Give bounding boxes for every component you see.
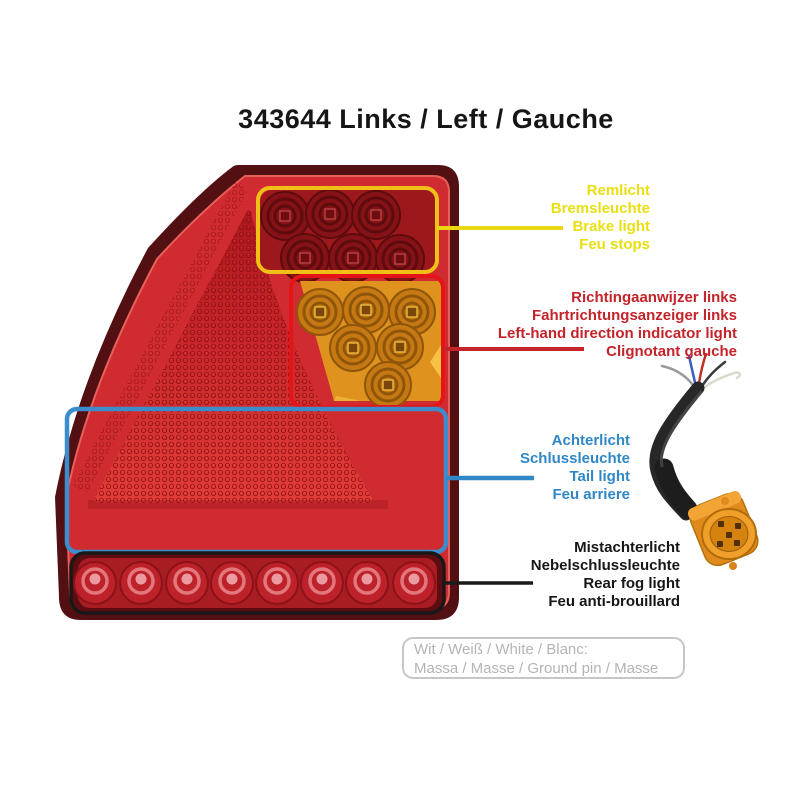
connector-plug xyxy=(687,491,759,570)
brake-label-de: Bremsleuchte xyxy=(550,200,650,217)
tail-label-nl: Achterlicht xyxy=(551,432,630,449)
annotation-tail-light: Achterlicht Schlussleuchte Tail light Fe… xyxy=(520,432,630,504)
edge-texture-strip xyxy=(72,178,247,492)
brake-label-fr: Feu stops xyxy=(579,236,650,253)
annotation-indicator-light: Richtingaanwijzer links Fahrtrichtungsan… xyxy=(498,289,737,361)
connector-tab-bottom xyxy=(729,562,737,570)
fog-label-nl: Mistachterlicht xyxy=(574,539,680,556)
fog-label-de: Nebelschlussleuchte xyxy=(530,557,680,574)
indicator-label-nl: Richtingaanwijzer links xyxy=(571,289,737,306)
indicator-label-en: Left-hand direction indicator light xyxy=(497,325,737,342)
connector-tab-top xyxy=(721,497,729,505)
fog-label-en: Rear fog light xyxy=(583,575,680,592)
brake-label-nl: Remlicht xyxy=(586,182,650,199)
page-title: 343644 Links / Left / Gauche xyxy=(238,104,614,134)
connector-pins xyxy=(717,521,741,547)
annotation-brake-light: Remlicht Bremsleuchte Brake light Feu st… xyxy=(551,182,650,254)
ground-note-line2: Massa / Masse / Ground pin / Masse xyxy=(414,660,659,677)
reflector-shadow xyxy=(88,500,388,509)
indicator-label-fr: Clignotant gauche xyxy=(606,343,737,360)
annotation-rear-fog-light: Mistachterlicht Nebelschlussleuchte Rear… xyxy=(531,539,680,611)
tail-label-fr: Feu arriere xyxy=(552,486,630,503)
ground-note-line1: Wit / Weiß / White / Blanc: xyxy=(414,641,588,658)
indicator-highlight-wedge xyxy=(430,345,441,378)
ground-pin-note: Wit / Weiß / White / Blanc: Massa / Mass… xyxy=(402,637,685,679)
fog-label-fr: Feu anti-brouillard xyxy=(548,593,680,610)
tail-label-de: Schlussleuchte xyxy=(519,450,630,467)
indicator-label-de: Fahrtrichtungsanzeiger links xyxy=(531,307,737,324)
brake-label-en: Brake light xyxy=(572,218,650,235)
reflector-texture xyxy=(94,210,373,503)
cable xyxy=(649,381,705,521)
indicator-highlight-wedge2 xyxy=(334,396,362,401)
tail-label-en: Tail light xyxy=(569,468,630,485)
